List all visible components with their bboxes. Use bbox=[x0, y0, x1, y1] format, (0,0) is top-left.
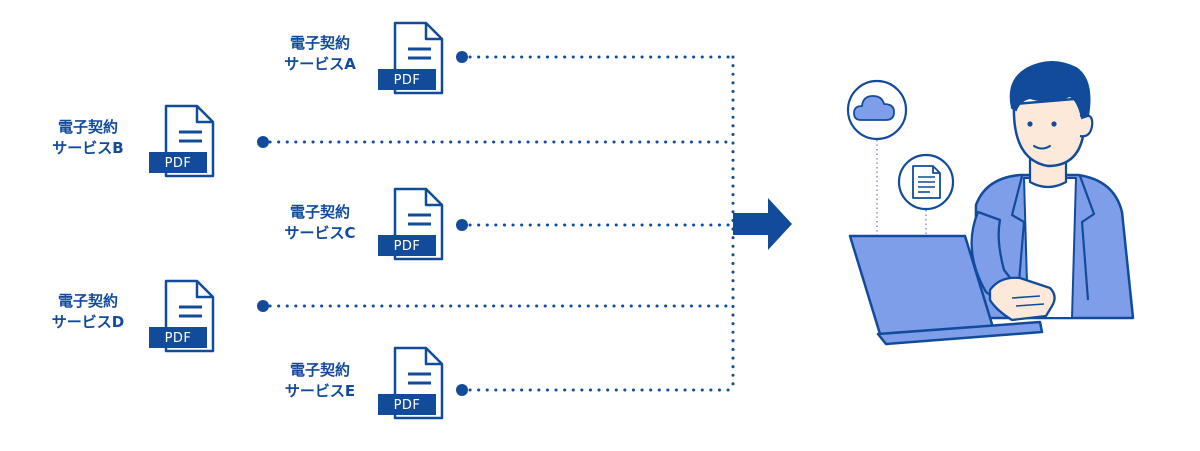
pdf-badge-c: PDF bbox=[394, 239, 421, 254]
pdf-document-icon: PDF bbox=[378, 21, 444, 95]
connector-lines bbox=[268, 55, 735, 392]
pdf-badge-a: PDF bbox=[394, 73, 421, 88]
service-b-label-line2: サービスB bbox=[52, 139, 124, 157]
pdf-document-icon: PDF bbox=[378, 187, 444, 261]
pdf-badge-d: PDF bbox=[165, 331, 192, 346]
service-e-label: 電子契約 サービスE bbox=[255, 360, 385, 402]
merge-arrow-icon bbox=[733, 198, 792, 250]
service-e-label-line2: サービスE bbox=[284, 382, 356, 400]
pdf-document-icon: PDF bbox=[149, 279, 215, 353]
connector-dot-b bbox=[257, 136, 269, 148]
service-d-label-line1: 電子契約 bbox=[57, 292, 118, 310]
service-d-label-line2: サービスD bbox=[51, 313, 125, 331]
service-c-label-line2: サービスC bbox=[284, 224, 356, 242]
person-hand bbox=[988, 276, 1056, 322]
cloud-icon bbox=[846, 79, 908, 141]
connector-dot-d bbox=[257, 300, 269, 312]
laptop-base bbox=[876, 320, 1044, 346]
pdf-badge-e: PDF bbox=[394, 398, 421, 413]
person-face bbox=[1012, 96, 1088, 168]
service-d-label: 電子契約 サービスD bbox=[23, 291, 153, 333]
document-icon bbox=[897, 153, 955, 211]
service-a-label-line1: 電子契約 bbox=[289, 34, 350, 52]
service-b-label: 電子契約 サービスB bbox=[23, 117, 153, 159]
connector-dot-e bbox=[456, 384, 468, 396]
pdf-badge-b: PDF bbox=[165, 156, 192, 171]
connector-dot-c bbox=[456, 219, 468, 231]
service-c-label: 電子契約 サービスC bbox=[255, 202, 385, 244]
person-hair bbox=[1009, 61, 1091, 120]
service-e-label-line1: 電子契約 bbox=[289, 361, 350, 379]
connector-dots bbox=[257, 51, 468, 396]
service-a-label: 電子契約 サービスA bbox=[255, 33, 385, 75]
service-c-label-line1: 電子契約 bbox=[289, 203, 350, 221]
pdf-document-icon: PDF bbox=[149, 104, 215, 178]
service-b-label-line1: 電子契約 bbox=[57, 118, 118, 136]
person-with-laptop-illustration bbox=[846, 61, 1135, 346]
connector-dot-a bbox=[456, 51, 468, 63]
pdf-document-icon: PDF bbox=[378, 346, 444, 420]
service-a-label-line2: サービスA bbox=[284, 55, 356, 73]
